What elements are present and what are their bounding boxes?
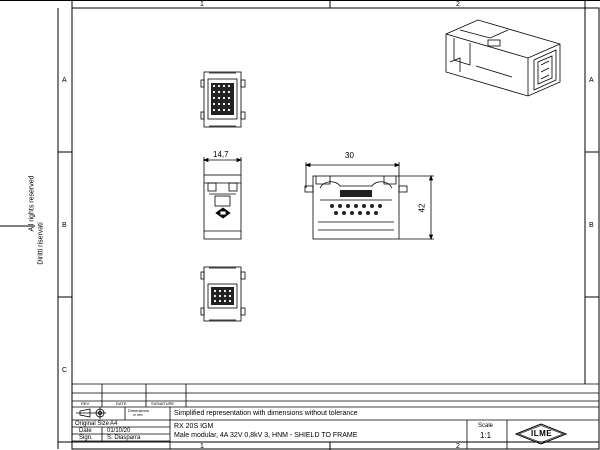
- scale-value: 1:1: [480, 431, 492, 440]
- rev-header: REV.: [81, 401, 90, 406]
- top-view: [200, 71, 246, 128]
- column-label-2: 2: [456, 1, 460, 8]
- dimension-side-width: 30: [345, 151, 354, 160]
- row-label-a-right: A: [589, 77, 594, 84]
- front-view: [203, 174, 242, 240]
- row-label-b-right: B: [589, 222, 594, 229]
- signature-header: SIGNATURE: [151, 401, 175, 406]
- side-view: [304, 175, 408, 240]
- sign-label: Sign.: [79, 435, 93, 441]
- row-label-c: C: [62, 367, 68, 374]
- projection-symbol-icon: [76, 407, 106, 419]
- date-value: 01/10/20: [107, 428, 131, 434]
- drawing-note: Simplified representation with dimension…: [174, 410, 358, 417]
- column-label-1-bottom: 1: [200, 443, 204, 450]
- date-label: Date: [79, 428, 92, 434]
- original-size-value: A4: [110, 421, 118, 427]
- ilme-logo-text: ILME: [531, 429, 553, 438]
- scale-label: Scale: [478, 423, 494, 429]
- original-size-label: Original Size: [75, 421, 110, 427]
- date-header: DATE: [116, 401, 127, 406]
- ilme-logo-icon: [514, 423, 568, 445]
- dimensions-label: Dimensions: [128, 408, 149, 413]
- isometric-view: [445, 19, 561, 97]
- row-label-a: A: [62, 77, 67, 84]
- column-label-2-bottom: 2: [456, 443, 460, 450]
- row-label-b: B: [62, 222, 67, 229]
- part-number: RX 20S IGM: [174, 423, 214, 430]
- bottom-view: [200, 266, 246, 322]
- dimensions-unit: in mm: [133, 413, 143, 417]
- column-label-1: 1: [200, 1, 204, 8]
- dimension-front-width: 14,7: [213, 150, 229, 159]
- sign-value: S. Diasparra: [107, 435, 141, 441]
- part-description: Male modular, 4A 32V 0,8kV 3, HNM - SHIE…: [174, 432, 358, 439]
